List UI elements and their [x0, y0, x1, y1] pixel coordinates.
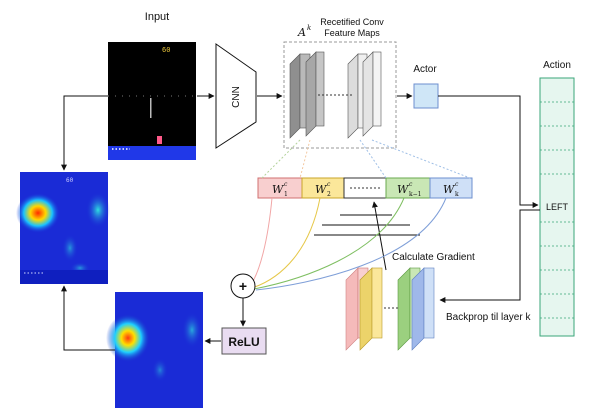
input-game-frame: 60: [108, 42, 196, 160]
cnn-block: CNN: [215, 43, 257, 149]
ak-label-base: A: [297, 26, 306, 39]
calculate-gradient-label: Calculate Gradient: [392, 252, 475, 263]
weight-k-sup: c: [455, 181, 459, 188]
actor-box: [413, 83, 439, 109]
relu-label: ReLU: [228, 335, 259, 349]
weight-k-1-base: W: [397, 183, 410, 196]
weights-row: W c 1 W c 2 W c k−1 W c k: [257, 177, 473, 199]
weight-2-base: W: [315, 183, 328, 196]
weight-2-sup: c: [327, 181, 331, 188]
game-score: 60: [162, 46, 170, 54]
ak-label-sup: k: [307, 24, 311, 32]
weight-k-sub: k: [455, 191, 459, 198]
relu-box: [221, 327, 267, 355]
weight-2-sub: 2: [327, 191, 331, 198]
weight-k-1-sub: k−1: [409, 191, 421, 198]
action-label: Action: [543, 60, 571, 71]
weight-1-base: W: [272, 183, 285, 196]
feature-maps-group: A k Recetified Conv Feature Maps: [283, 17, 397, 149]
rect-conv-label-1: Recetified Conv: [320, 17, 384, 27]
actor-label: Actor: [413, 64, 437, 75]
action-left-label: LEFT: [546, 202, 569, 212]
saliency-heatmap-1: 60: [16, 172, 110, 284]
gradient-stack: [345, 267, 435, 351]
weight-1-sup: c: [284, 181, 288, 188]
heatmap-score: 60: [66, 177, 74, 184]
cnn-label: CNN: [231, 86, 242, 108]
plus-label: +: [239, 278, 247, 294]
backprop-label: Backprop til layer k: [446, 312, 531, 323]
weight-k-base: W: [443, 183, 456, 196]
action-bar: LEFT: [539, 77, 575, 337]
saliency-heatmap-2: [106, 292, 203, 408]
weight-1-sub: 1: [284, 191, 288, 198]
weight-k-1-sup: c: [409, 181, 413, 188]
input-label: Input: [145, 11, 169, 23]
rect-conv-label-2: Feature Maps: [324, 28, 380, 38]
